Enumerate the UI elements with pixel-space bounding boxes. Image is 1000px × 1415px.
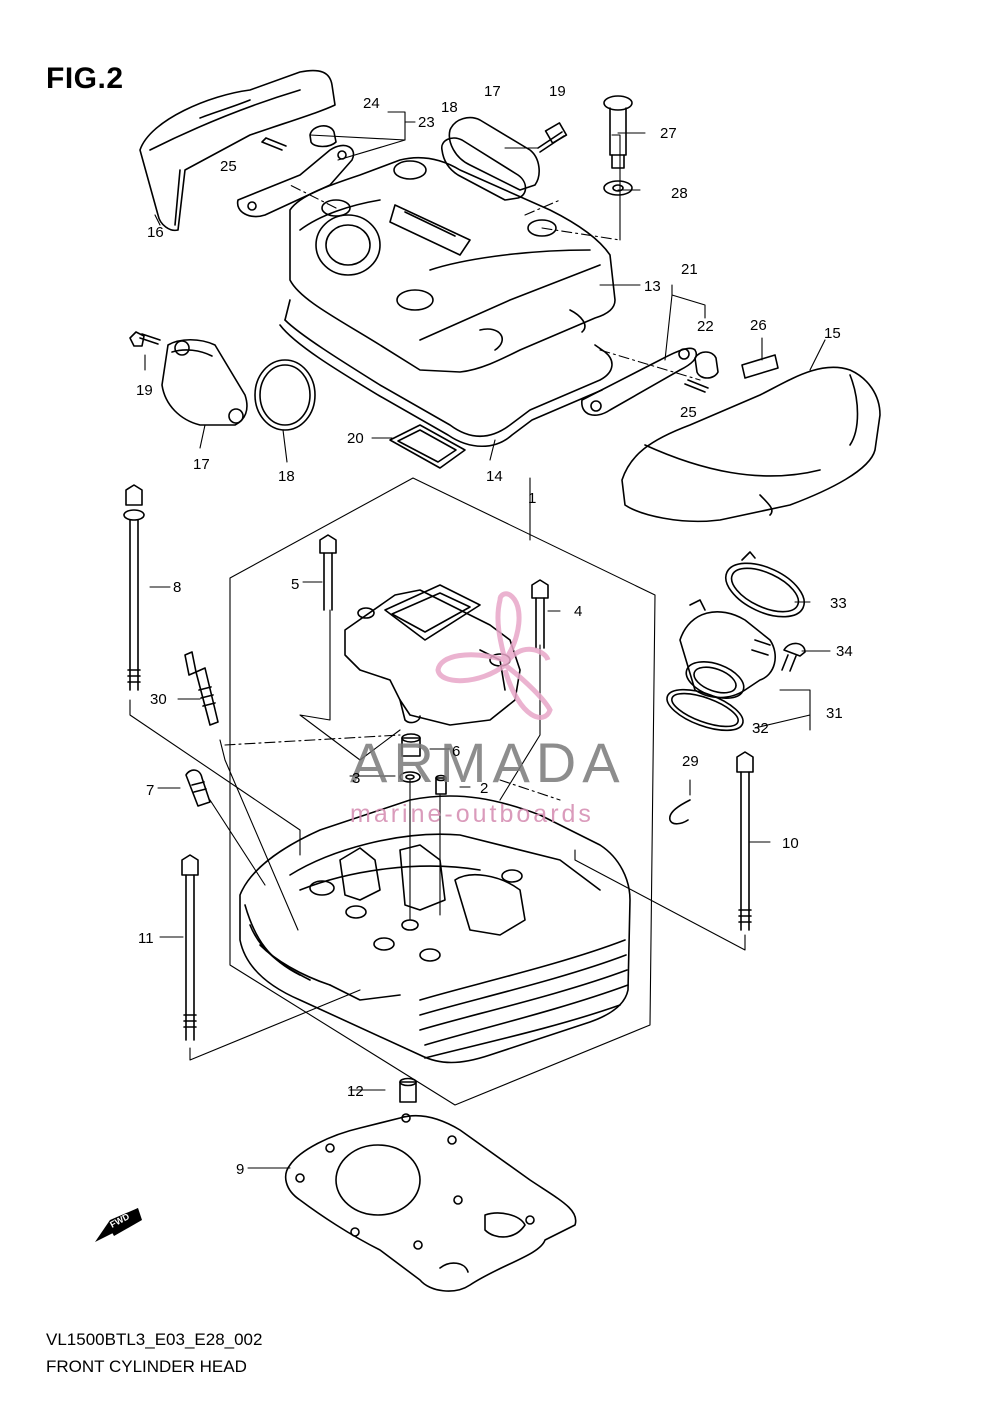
part-31-intake-pipe xyxy=(679,599,776,700)
figure-title: FIG.2 xyxy=(46,62,124,95)
callout-21: 21 xyxy=(681,261,698,278)
part-7-valve xyxy=(185,769,211,807)
part-11-stud-bolt xyxy=(181,854,199,1041)
callout-18-side: 18 xyxy=(278,468,295,485)
leader-lines xyxy=(129,111,831,1169)
callout-16: 16 xyxy=(147,224,164,241)
part-14-cover-gasket xyxy=(279,299,613,447)
watermark-logo-icon xyxy=(435,591,553,720)
callout-6: 6 xyxy=(452,743,460,760)
part-33-clamp xyxy=(725,551,805,618)
callout-10: 10 xyxy=(782,835,799,852)
part-8-stud-bolt xyxy=(123,484,145,691)
part-17-upper-cap xyxy=(441,116,568,201)
callout-5: 5 xyxy=(291,576,299,593)
part-17-side-cap xyxy=(139,333,316,431)
part-23-bracket xyxy=(236,125,355,218)
callout-24: 24 xyxy=(363,95,380,112)
alignment-lines xyxy=(224,184,701,801)
callout-30: 30 xyxy=(150,691,167,708)
callout-23: 23 xyxy=(418,114,435,131)
part-30-spark-plug xyxy=(184,651,219,726)
part-9-head-gasket xyxy=(284,1113,577,1292)
watermark-tagline: marine-outboards xyxy=(350,800,594,828)
watermark: ARMADA marine-outboards xyxy=(350,591,626,828)
callout-19-side: 19 xyxy=(136,382,153,399)
callout-14: 14 xyxy=(486,468,503,485)
callout-4: 4 xyxy=(574,603,582,620)
callout-8: 8 xyxy=(173,579,181,596)
callout-25-top: 25 xyxy=(220,158,237,175)
callout-9: 9 xyxy=(236,1161,244,1178)
part-13-head-cover xyxy=(289,156,616,373)
part-6-cap xyxy=(401,733,421,757)
callout-17-side: 17 xyxy=(193,456,210,473)
figure-code: VL1500BTL3_E03_E28_002 xyxy=(46,1330,263,1349)
callout-2: 2 xyxy=(480,780,488,797)
part-16-left-cover xyxy=(139,69,336,232)
callout-11: 11 xyxy=(138,930,154,947)
part-29-clip xyxy=(669,799,691,825)
callout-25-right: 25 xyxy=(680,404,697,421)
callout-26: 26 xyxy=(750,317,767,334)
callout-33: 33 xyxy=(830,595,847,612)
part-19-bolt xyxy=(129,331,145,347)
part-10-stud-bolt xyxy=(736,751,754,931)
callout-1: 1 xyxy=(528,490,536,507)
part-12-dowel xyxy=(399,1077,417,1103)
callout-32: 32 xyxy=(752,720,769,737)
part-21-bracket xyxy=(581,347,779,416)
part-34-screw xyxy=(781,642,806,672)
part-3-washer xyxy=(399,771,421,783)
callout-3: 3 xyxy=(352,770,360,787)
callout-22: 22 xyxy=(697,318,714,335)
callout-17-top: 17 xyxy=(484,83,501,100)
part-32-o-ring xyxy=(666,688,744,732)
callout-15: 15 xyxy=(824,325,841,342)
callout-19-top: 19 xyxy=(549,83,566,100)
callout-28: 28 xyxy=(671,185,688,202)
callout-7: 7 xyxy=(146,782,154,799)
callout-31: 31 xyxy=(826,705,843,722)
part-5-bolt xyxy=(319,534,337,611)
callout-18-top: 18 xyxy=(441,99,458,116)
callout-labels: 1 2 3 4 5 6 7 8 9 10 11 12 13 14 15 16 1… xyxy=(136,83,853,1178)
forward-direction-icon: FWD xyxy=(95,1208,142,1242)
callout-34: 34 xyxy=(836,643,853,660)
callout-29: 29 xyxy=(682,753,699,770)
part-1-cylinder-head xyxy=(239,795,631,1064)
callout-12: 12 xyxy=(347,1083,364,1100)
callout-20: 20 xyxy=(347,430,364,447)
part-20-gasket xyxy=(389,424,466,469)
part-2-dowel xyxy=(435,774,447,795)
watermark-brand: ARMADA xyxy=(350,731,626,794)
part-15-right-cover xyxy=(621,366,881,523)
callout-13: 13 xyxy=(644,278,661,295)
part-27-bolt xyxy=(603,95,633,196)
callout-27: 27 xyxy=(660,125,677,142)
figure-name: FRONT CYLINDER HEAD xyxy=(46,1357,247,1376)
part-4-bolt xyxy=(531,579,549,649)
